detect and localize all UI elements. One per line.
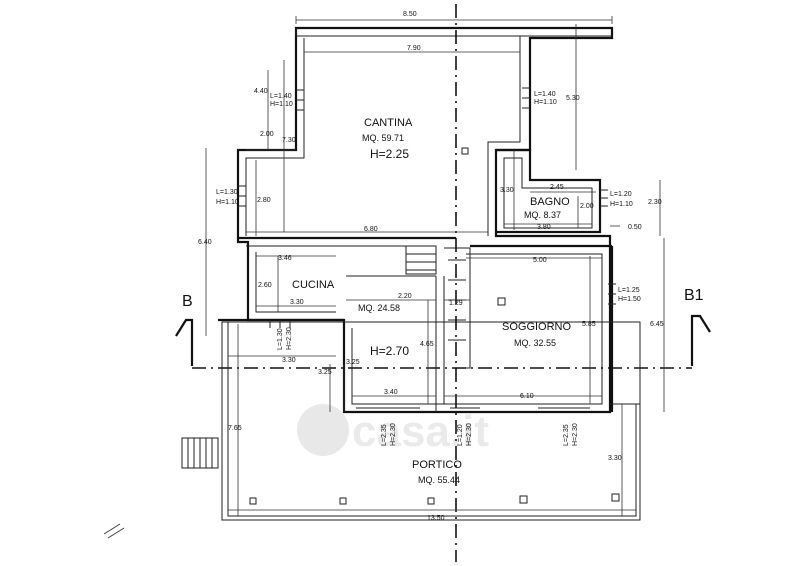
dim-label: 3.30 [282,357,296,364]
steps [181,437,219,469]
window-label: L=1.40 [534,91,556,98]
dim-label: 1.29 [449,300,463,307]
window-label: H=1.10 [216,199,239,206]
dim-label: 6.10 [520,393,534,400]
room-portico-name: PORTICO [412,459,462,471]
room-cantina-area: MQ. 59.71 [362,133,404,143]
dim-label: 2.80 [257,197,271,204]
window-label: H=1.10 [270,101,293,108]
portico-columns [249,493,620,505]
window-labels: L=1.40 H=1.10 L=1.40 H=1.10 L=1.30 H=1.1… [216,91,641,446]
dim-label: 3.30 [290,299,304,306]
room-cantina-name: CANTINA [364,117,413,129]
dim-label: 2.60 [258,282,272,289]
section-mark-b: B [182,293,193,310]
dim-label: 4.65 [420,341,434,348]
room-soggiorno-area: MQ. 32.55 [514,338,556,348]
room-soggiorno-name: SOGGIORNO [502,321,572,333]
window-label: H=2.30 [572,423,579,446]
watermark-text: casa.it [352,407,489,456]
room-portico-area: MQ. 55.44 [418,475,460,485]
dim-label: 6.80 [364,226,378,233]
dim-label: 7.90 [407,45,421,52]
dim-label: 8.50 [403,11,417,18]
section-mark-b1: B1 [684,287,704,304]
window-label: H=1.50 [618,296,641,303]
watermark: casa.it [297,404,489,456]
room-cucina-name: CUCINA [292,279,335,291]
window-label: L=2.35 [563,424,570,446]
room-bagno-name: BAGNO [530,196,570,208]
dim-label: 7.30 [282,137,296,144]
staircase [405,245,471,369]
dim-label: 3.80 [537,224,551,231]
dim-label: 6.45 [650,321,664,328]
window-label: L=1.20 [610,191,632,198]
dim-label: 3.30 [500,187,514,194]
room-cucina-area: MQ. 24.58 [358,303,400,313]
dim-label: 2.00 [260,131,274,138]
dim-label: 7.65 [228,425,242,432]
window-label: H=1.10 [534,99,557,106]
dim-label: 13.50 [427,515,445,522]
room-cucina-height: H=2.70 [370,344,409,358]
dim-label: 3.25 [346,359,360,366]
window-label: H=2.30 [390,423,397,446]
dimension-labels: 8.50 7.90 4.40 5.30 2.00 7.30 2.80 6.40 … [198,11,664,522]
window-label: H=1.10 [610,201,633,208]
dim-label: 6.40 [198,239,212,246]
window-label: L=1.20 [457,424,464,446]
dim-label: 5.30 [566,95,580,102]
dim-label: 3.46 [278,255,292,262]
dim-label: 3.25 [318,369,332,376]
dim-label: 3.30 [608,455,622,462]
dim-label: 2.30 [648,199,662,206]
dim-label: 2.20 [398,293,412,300]
window-label: L=1.40 [270,93,292,100]
dimension-lines [103,16,665,539]
window-label: L=1.30 [216,189,238,196]
window-marks [238,87,616,409]
window-label: H=2.30 [466,423,473,446]
walls [181,26,641,521]
dim-label: 5.00 [533,257,547,264]
dim-label: 4.40 [254,88,268,95]
dim-label: 5.85 [582,321,596,328]
room-bagno-area: MQ. 8.37 [524,210,561,220]
dim-label: 0.50 [628,224,642,231]
window-label: L=2.35 [381,424,388,446]
dim-label: 3.40 [384,389,398,396]
dim-label: 2.00 [580,203,594,210]
room-cantina-height: H=2.25 [370,147,409,161]
window-label: H=2.30 [286,327,293,350]
section-axes [175,4,711,562]
window-label: L=1.25 [618,287,640,294]
window-label: L=1.30 [277,328,284,350]
dim-label: 2.45 [550,184,564,191]
